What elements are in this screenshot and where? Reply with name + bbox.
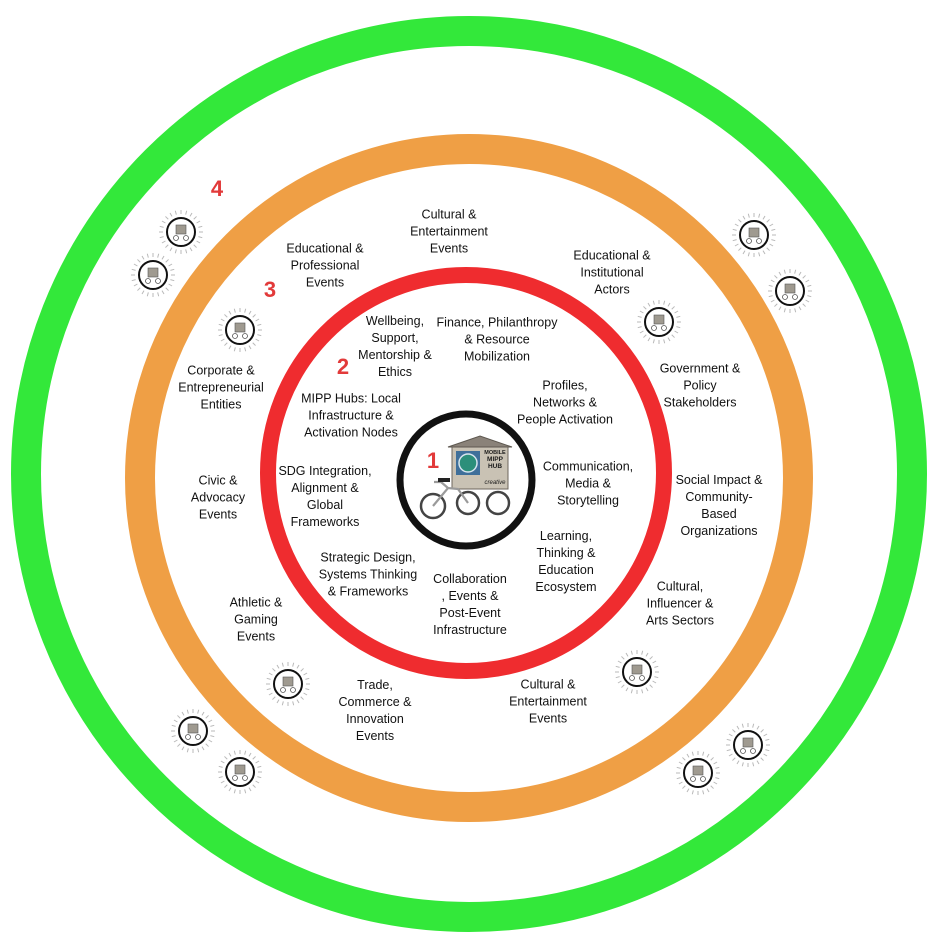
- second-ring-label: Finance, Philanthropy & Resource Mobiliz…: [436, 315, 558, 364]
- second-ring-label: Collaboration , Events & Post-Event Infr…: [433, 572, 507, 637]
- second-ring-label: Wellbeing, Support, Mentorship & Ethics: [358, 314, 432, 379]
- ring-number-2: 2: [336, 354, 350, 379]
- second-ring: [260, 267, 672, 679]
- mini-hub-node-icon: [171, 709, 215, 753]
- mini-hub-node-icon: [131, 253, 175, 297]
- second-ring-label: Strategic Design, Systems Thinking & Fra…: [318, 550, 418, 599]
- third-ring-label: Educational & Institutional Actors: [573, 248, 651, 297]
- third-ring-label: Cultural & Entertainment Events: [410, 207, 488, 256]
- third-ring-label: Government & Policy Stakeholders: [659, 361, 741, 410]
- second-ring-label: SDG Integration, Alignment & Global Fram…: [278, 464, 372, 529]
- mini-hub-node-icon: [615, 650, 659, 694]
- mini-hub-node-icon: [159, 210, 203, 254]
- third-ring-label: Athletic & Gaming Events: [229, 595, 283, 644]
- third-ring-label: Corporate & Entrepreneurial Entities: [178, 363, 264, 412]
- third-ring-label: Cultural, Influencer & Arts Sectors: [645, 579, 715, 628]
- mini-hub-node-icon: [218, 750, 262, 794]
- hub-sign-line-1: MOBILE: [484, 450, 506, 456]
- hub-sign-line-2: MIPP: [487, 456, 504, 463]
- third-ring-label: Cultural & Entertainment Events: [509, 677, 587, 726]
- second-ring-label: Learning, Thinking & Education Ecosystem: [535, 529, 597, 594]
- mini-hub-node-icon: [676, 751, 720, 795]
- ring-number-1: 1: [426, 448, 440, 473]
- third-ring-label: Social Impact & Community- Based Organiz…: [675, 473, 763, 538]
- ring-number-3: 3: [263, 277, 277, 302]
- second-ring-label: Communication, Media & Storytelling: [542, 459, 634, 508]
- third-ring-label: Educational & Professional Events: [286, 241, 364, 290]
- second-ring-label: Profiles, Networks & People Activation: [517, 378, 613, 427]
- third-ring-label: Civic & Advocacy Events: [190, 473, 246, 522]
- ring-number-4: 4: [210, 176, 224, 201]
- mobile-hub-bike-icon: MOBILE MIPP HUB creative: [419, 435, 513, 520]
- hub-sign-line-3: HUB: [488, 463, 502, 470]
- hub-brand: creative: [484, 480, 506, 486]
- mini-hub-node-icon: [768, 269, 812, 313]
- third-ring-label: Trade, Commerce & Innovation Events: [338, 678, 412, 743]
- second-ring-label: MIPP Hubs: Local Infrastructure & Activa…: [301, 391, 401, 440]
- third-ring: [125, 134, 813, 822]
- outer-ring: [11, 16, 927, 932]
- mini-hub-node-icon: [218, 308, 262, 352]
- hub-nodes: [131, 210, 812, 795]
- mini-hub-node-icon: [266, 662, 310, 706]
- mini-hub-node-icon: [726, 723, 770, 767]
- mini-hub-node-icon: [637, 300, 681, 344]
- mini-hub-node-icon: [732, 213, 776, 257]
